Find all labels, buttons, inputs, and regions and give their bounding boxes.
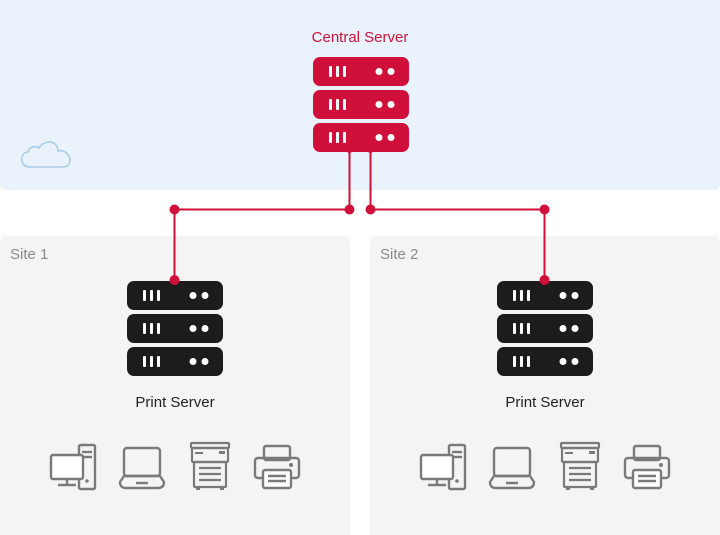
multifunction-copier-icon — [559, 441, 601, 492]
network-links — [173, 150, 546, 280]
laptop-icon — [118, 446, 166, 490]
site-1-print-server-icon — [127, 281, 223, 376]
site-2-label: Site 2 — [380, 246, 419, 263]
desktop-computer-icon — [49, 443, 97, 491]
central-server-icon — [313, 57, 409, 152]
cloud-icon — [20, 141, 71, 168]
link-junction-dots — [169, 147, 550, 285]
multifunction-copier-icon — [189, 441, 231, 492]
central-server-label: Central Server — [311, 29, 409, 46]
printer-icon — [253, 444, 301, 490]
site-1-print-server-label: Print Server — [135, 394, 215, 411]
desktop-computer-icon — [419, 443, 467, 491]
laptop-icon — [488, 446, 536, 490]
site-2-print-server-icon — [497, 281, 593, 376]
printer-icon — [623, 444, 671, 490]
site-2-print-server-label: Print Server — [505, 394, 585, 411]
site-1-label: Site 1 — [10, 246, 49, 263]
